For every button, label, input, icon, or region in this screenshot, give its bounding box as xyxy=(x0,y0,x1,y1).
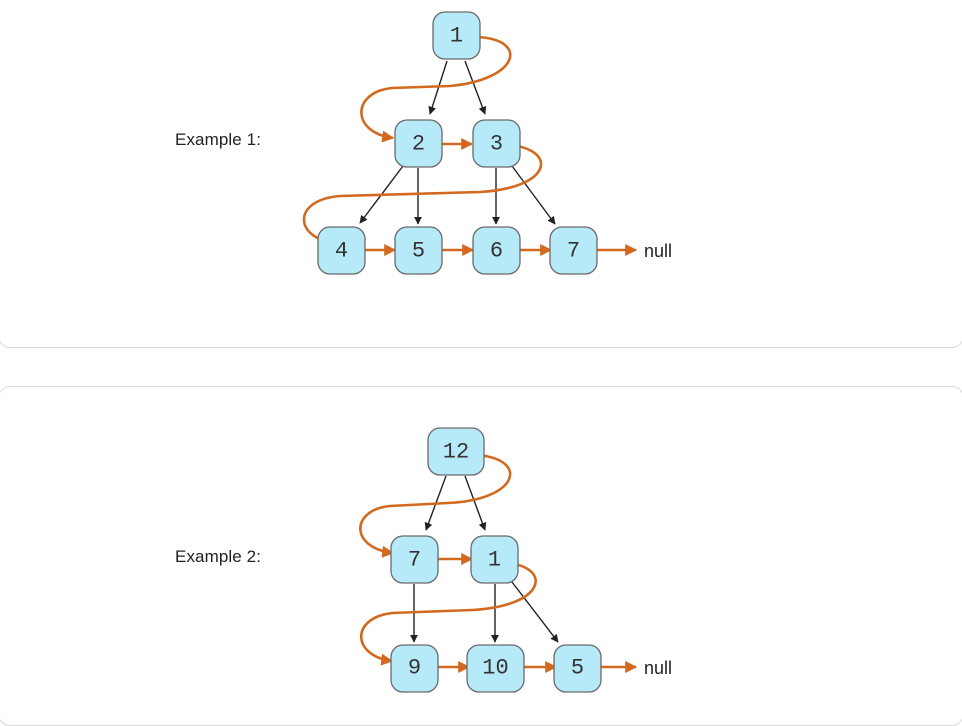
node-label: 6 xyxy=(490,239,503,264)
node-label: 5 xyxy=(571,656,584,681)
node-label: 9 xyxy=(408,656,421,681)
node-label: 2 xyxy=(412,132,425,157)
next-link-1-9 xyxy=(360,561,537,666)
node-label: 4 xyxy=(335,239,348,264)
example-1-diagram: 1 2 3 4 5 6 7 null xyxy=(302,11,672,275)
tree-node: 1 xyxy=(432,11,481,60)
tree-node: 10 xyxy=(466,644,525,693)
example-2-diagram: 12 7 1 9 10 5 null xyxy=(359,427,672,693)
node-label: 1 xyxy=(450,24,463,49)
tree-edge-12-1 xyxy=(464,475,487,531)
node-label: 3 xyxy=(490,132,503,157)
node-label: 12 xyxy=(443,440,469,465)
tree-node: 2 xyxy=(394,119,443,168)
tree-node: 5 xyxy=(394,226,443,275)
null-label: null xyxy=(644,658,672,678)
null-label: null xyxy=(644,241,672,261)
tree-node: 12 xyxy=(427,427,485,476)
tree-node: 6 xyxy=(472,226,521,275)
node-label: 5 xyxy=(412,239,425,264)
node-label: 7 xyxy=(567,239,580,264)
node-label: 10 xyxy=(482,656,508,681)
node-label: 7 xyxy=(408,548,421,573)
tree-edge-1-3 xyxy=(464,60,487,115)
tree-node: 7 xyxy=(390,535,439,584)
tree-node: 3 xyxy=(472,119,521,168)
tree-node: 9 xyxy=(390,644,439,693)
tree-edge-3-7 xyxy=(511,165,556,225)
tree-node: 1 xyxy=(470,535,519,584)
next-link-1-2 xyxy=(360,35,512,143)
next-link-3-4 xyxy=(302,143,543,249)
diagrams-canvas: 1 2 3 4 5 6 7 null xyxy=(302,11,672,693)
tree-node: 4 xyxy=(317,226,366,275)
example-1-card xyxy=(0,0,962,348)
tree-node: 7 xyxy=(549,226,598,275)
tree-node: 5 xyxy=(553,644,602,693)
node-label: 1 xyxy=(488,548,501,573)
example-1-label: Example 1: xyxy=(175,130,262,149)
example-2-label: Example 2: xyxy=(175,547,262,566)
tree-edge-1-5 xyxy=(511,581,559,643)
next-link-12-7 xyxy=(359,453,512,558)
